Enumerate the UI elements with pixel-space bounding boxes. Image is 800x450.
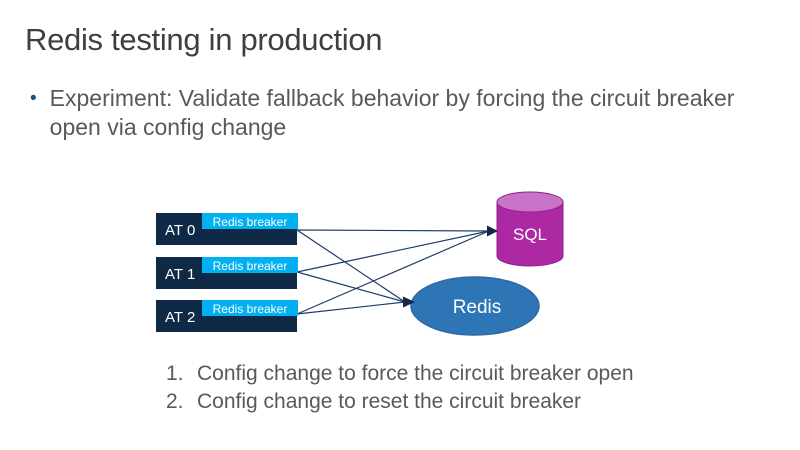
database-cylinder-top-icon [496,191,564,213]
step-number: 1. [166,362,184,385]
bullet-item: • Experiment: Validate fallback behavior… [30,84,778,142]
step-item-2: 2. Config change to reset the circuit br… [166,388,634,416]
app-tier-0: AT 0 Redis breaker [156,213,298,245]
breaker-label: Redis breaker [213,259,288,273]
database-cylinder-icon [496,201,564,267]
step-item-1: 1. Config change to force the circuit br… [166,360,634,388]
connector-lines [296,229,490,315]
steps-list: 1. Config change to force the circuit br… [166,360,634,416]
page-title: Redis testing in production [25,22,383,57]
arrowhead-sql-icon [487,225,498,237]
app-tier-1: AT 1 Redis breaker [156,257,298,289]
breaker-box [202,213,298,229]
sql-label: SQL [513,225,547,244]
step-number: 2. [166,390,184,413]
connector-line [296,271,406,303]
redis-node: Redis [410,276,540,336]
bullet-marker: • [30,88,37,109]
connector-line [296,230,490,273]
breaker-box [202,257,298,273]
redis-ellipse [410,276,540,336]
arrowheads [403,225,498,308]
connector-line [296,229,406,303]
redis-label: Redis [453,297,502,318]
step-text: Config change to force the circuit break… [197,362,634,385]
breaker-label: Redis breaker [213,215,288,229]
bullet-text: Experiment: Validate fallback behavior b… [49,85,735,140]
breaker-label: Redis breaker [213,302,288,316]
connector-line [296,229,490,232]
breaker-box [202,300,298,316]
arrowhead-redis-icon [403,296,415,308]
step-text: Config change to reset the circuit break… [197,390,582,413]
tier-label: AT 0 [165,222,195,239]
sql-node: SQL [496,191,564,267]
connector-line [296,230,490,315]
tier-label: AT 1 [165,266,195,283]
tier-label: AT 2 [165,309,195,326]
app-tier-2: AT 2 Redis breaker [156,300,298,332]
connector-line [296,301,406,315]
